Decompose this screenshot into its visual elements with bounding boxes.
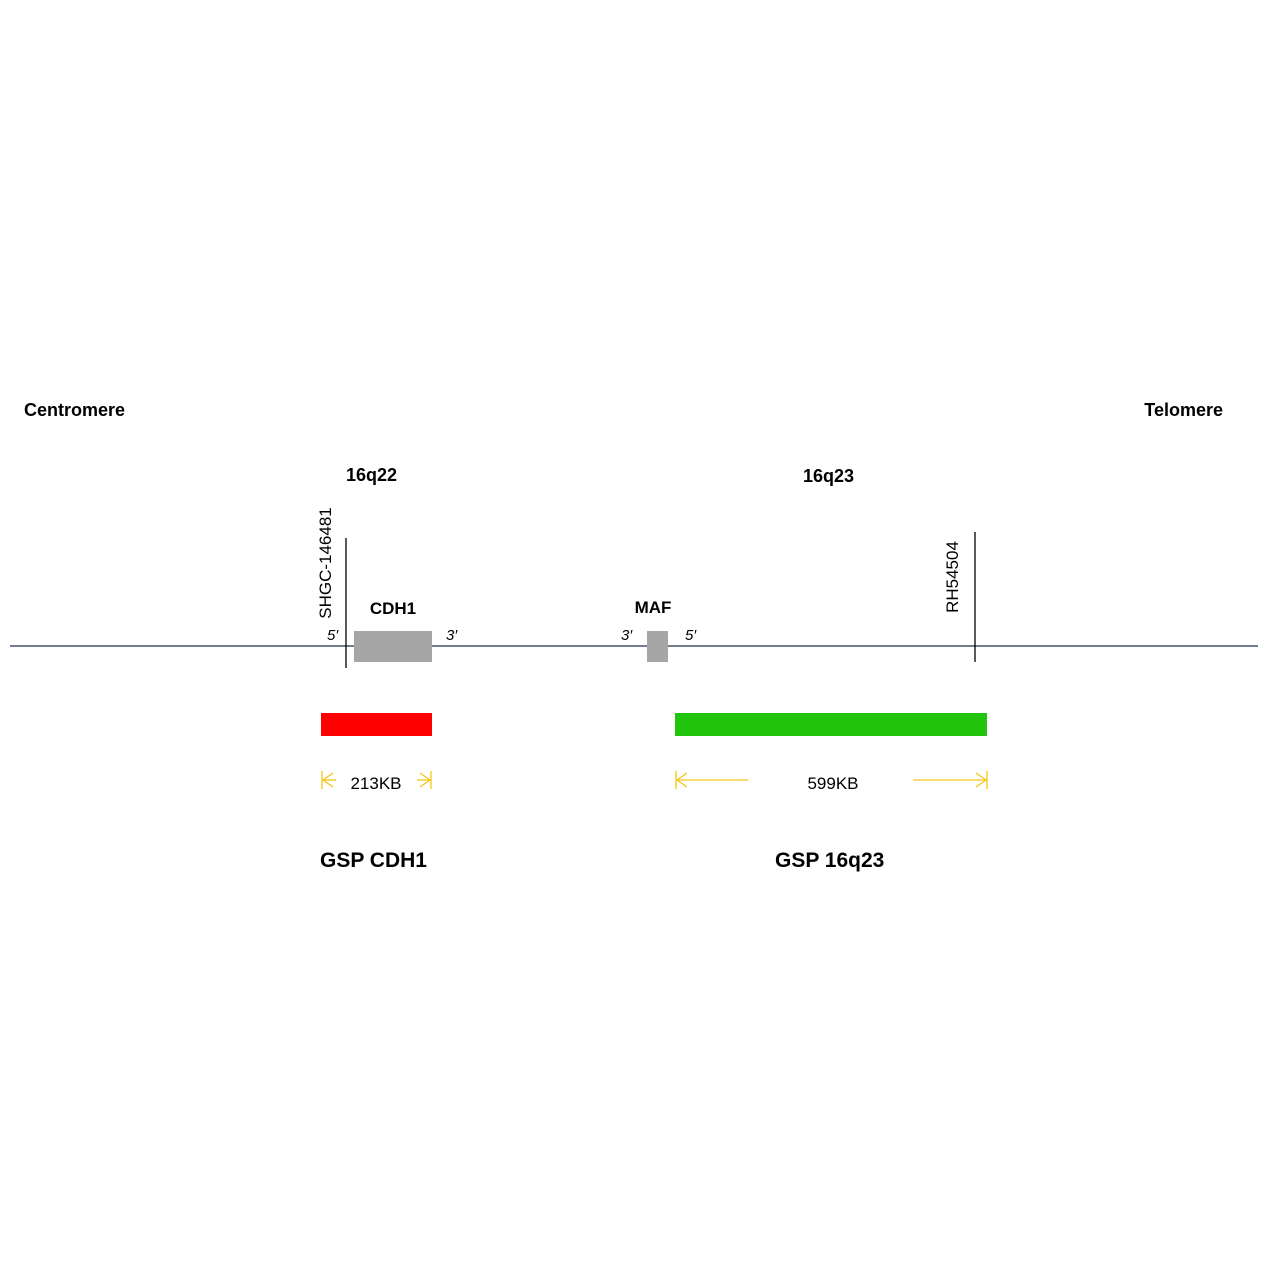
probe-16q23-size-arrows [675,771,988,789]
band-16q23-label: 16q23 [803,466,854,486]
gene-cdh1-box [354,631,432,662]
maf-5prime-label: 5′ [685,627,697,644]
probe-cdh1-size-arrows [321,771,432,789]
gene-maf-label: MAF [635,598,672,617]
probe-cdh1-name: GSP CDH1 [320,849,427,872]
marker-rh-label: RH54504 [943,541,962,613]
gene-maf-box [647,631,668,662]
probe-16q23-name: GSP 16q23 [775,849,884,872]
cdh1-3prime-label: 3′ [446,627,458,644]
marker-shgc-label: SHGC-146481 [316,507,335,619]
probe-16q23-bar [675,713,987,736]
band-16q22-label: 16q22 [346,465,397,485]
cdh1-5prime-label: 5′ [327,627,339,644]
maf-3prime-label: 3′ [621,627,633,644]
probe-16q23-size: 599KB [807,774,858,793]
probe-cdh1-size: 213KB [350,774,401,793]
telomere-label: Telomere [1144,400,1223,420]
probe-cdh1-bar [321,713,432,736]
centromere-label: Centromere [24,400,125,420]
gene-cdh1-label: CDH1 [370,599,416,618]
